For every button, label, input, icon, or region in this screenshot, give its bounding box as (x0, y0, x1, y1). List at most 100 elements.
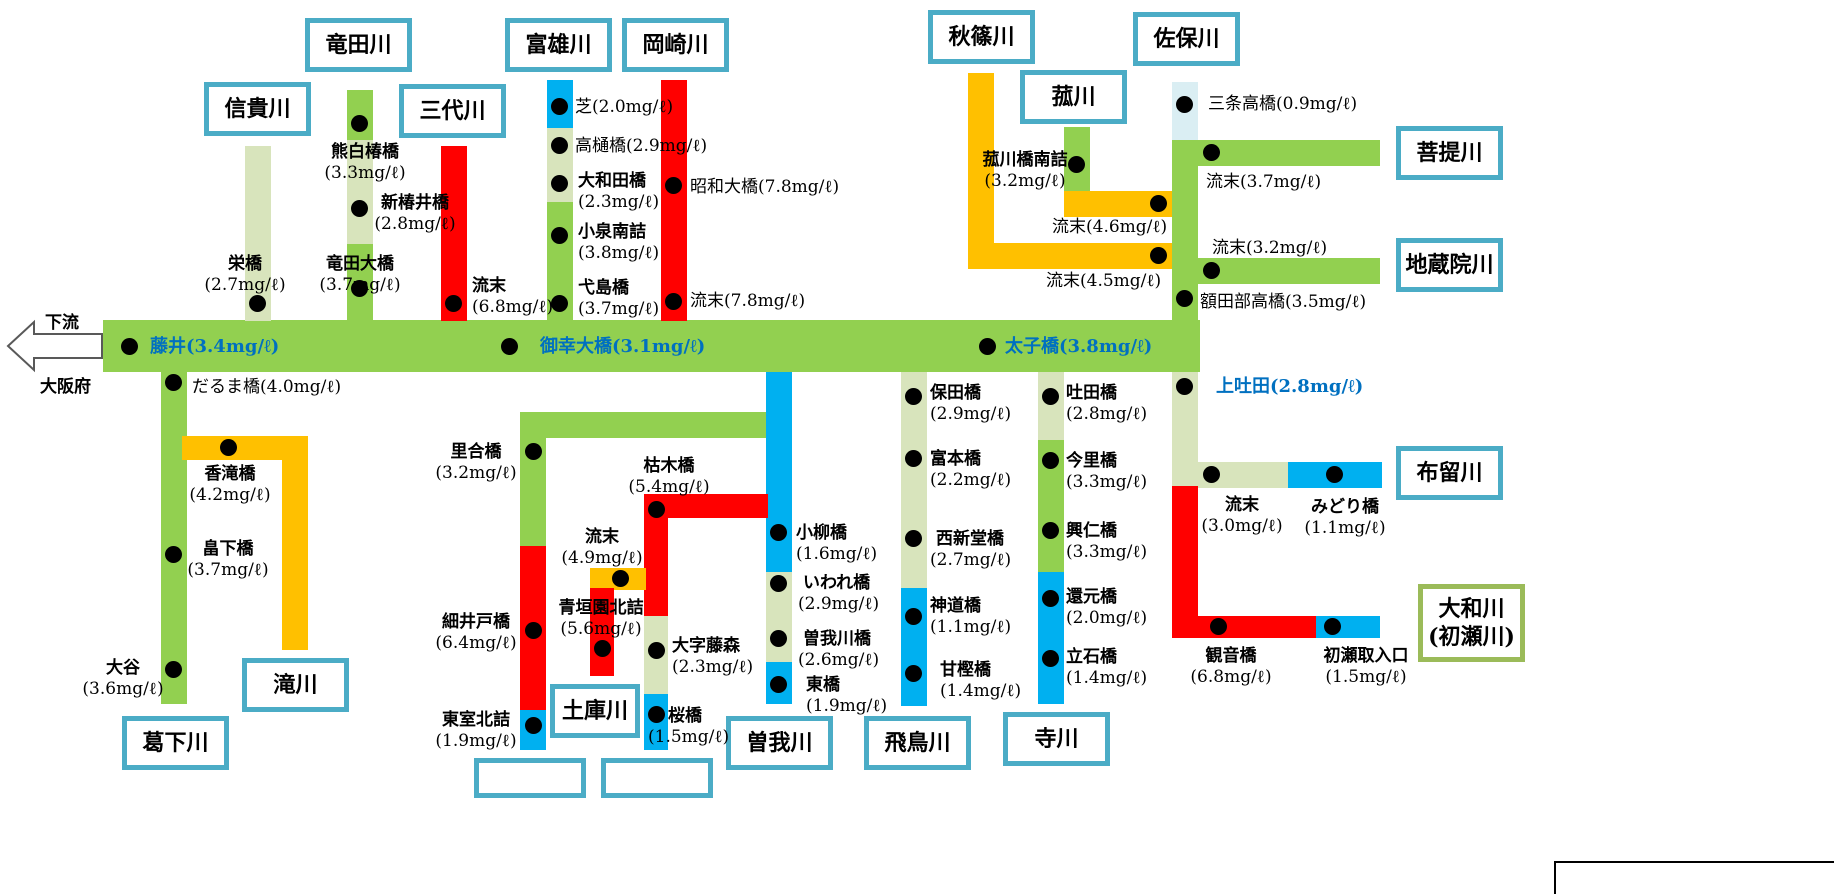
river-label-tatsuta: 竜田川 (305, 18, 412, 72)
station-label: 西新堂橋(2.7mg/ℓ) (930, 529, 1012, 570)
station-label: 青垣園北詰(5.6mg/ℓ) (558, 598, 644, 639)
station-label: 弋島橋(3.7mg/ℓ) (578, 278, 660, 319)
station-dot (905, 608, 922, 625)
station-label: 枯木橋(5.4mg/ℓ) (628, 456, 710, 497)
station-dot (770, 575, 787, 592)
station-label: 昭和大橋(7.8mg/ℓ) (690, 177, 840, 197)
katsurage-river-line (161, 372, 187, 704)
river-label-tsuchiko: 土庫川 (550, 684, 640, 738)
river-label-taki: 滝川 (242, 658, 349, 712)
station-label: 里合橋(3.2mg/ℓ) (435, 442, 517, 483)
station-label: 流末(6.8mg/ℓ) (472, 276, 554, 317)
tatsuta-river-light (347, 140, 373, 244)
station-label: 興仁橋(3.3mg/ℓ) (1066, 521, 1148, 562)
station-dot (121, 338, 138, 355)
station-dot (648, 706, 665, 723)
station-label: 流末(4.5mg/ℓ) (1046, 271, 1162, 291)
station-dot (905, 665, 922, 682)
asuka-river-light (901, 372, 927, 590)
station-dot (1042, 452, 1059, 469)
main-station-taishi: 太子橋(3.8mg/ℓ) (1005, 336, 1153, 357)
downstream-label: 下流 (45, 313, 79, 333)
station-label: 栄橋(2.7mg/ℓ) (204, 254, 286, 295)
river-label-box (474, 758, 586, 798)
station-label: 流末(7.8mg/ℓ) (690, 291, 806, 311)
river-label-tomio: 富雄川 (505, 18, 612, 72)
station-label: 初瀬取入口(1.5mg/ℓ) (1323, 646, 1409, 687)
station-label: 小柳橋(1.6mg/ℓ) (796, 523, 878, 564)
station-label: 高樋橋(2.9mg/ℓ) (575, 136, 708, 156)
station-label: 三条高橋(0.9mg/ℓ) (1208, 94, 1358, 114)
river-label-box (601, 758, 713, 798)
river-label-tera: 寺川 (1003, 712, 1110, 766)
station-dot (501, 338, 518, 355)
river-label-yamato: 大和川 (初瀬川) (1418, 584, 1525, 662)
station-label: 大谷(3.6mg/ℓ) (82, 658, 164, 699)
tsuchiko-river-vert (590, 588, 614, 676)
station-dot (665, 177, 682, 194)
station-dot (905, 388, 922, 405)
yamato-upper-red-horiz (1172, 616, 1318, 638)
main-station-fujii: 藤井(3.4mg/ℓ) (150, 336, 280, 357)
soga-main-blue (766, 372, 792, 572)
station-dot (445, 295, 462, 312)
station-dot (1042, 650, 1059, 667)
station-label: 大字藤森(2.3mg/ℓ) (672, 636, 754, 677)
station-dot (905, 450, 922, 467)
station-label: 流末(3.0mg/ℓ) (1201, 495, 1283, 536)
station-dot (551, 98, 568, 115)
station-dot (1042, 522, 1059, 539)
station-dot (770, 676, 787, 693)
river-label-akishino: 秋篠川 (928, 10, 1035, 64)
station-dot (165, 546, 182, 563)
station-label: 芝(2.0mg/ℓ) (575, 97, 674, 117)
station-dot (351, 200, 368, 217)
station-dot (551, 175, 568, 192)
yamato-upper-red (1172, 486, 1198, 638)
station-dot (351, 280, 368, 297)
station-dot (612, 570, 629, 587)
station-dot (1150, 195, 1167, 212)
downstream-arrow-icon (6, 319, 103, 373)
main-river (103, 320, 1200, 372)
station-dot (648, 501, 665, 518)
station-label: みどり橋(1.1mg/ℓ) (1304, 497, 1386, 538)
station-label: 立石橋(1.4mg/ℓ) (1066, 647, 1148, 688)
station-dot (551, 137, 568, 154)
station-label: 観音橋(6.8mg/ℓ) (1190, 646, 1272, 687)
station-label: 額田部高橋(3.5mg/ℓ) (1200, 292, 1367, 312)
river-label-miyo: 三代川 (399, 84, 506, 138)
station-label: 流末(3.7mg/ℓ) (1206, 172, 1322, 192)
station-label: 熊白椿橋(3.3mg/ℓ) (324, 142, 406, 183)
station-label: 新椿井橋(2.8mg/ℓ) (374, 193, 456, 234)
station-dot (648, 642, 665, 659)
station-label: 富本橋(2.2mg/ℓ) (930, 449, 1012, 490)
station-dot (1203, 144, 1220, 161)
river-label-bodai: 菩提川 (1396, 126, 1503, 180)
station-dot (1150, 247, 1167, 264)
station-dot (525, 717, 542, 734)
station-label: 神道橋(1.1mg/ℓ) (930, 596, 1012, 637)
station-dot (1068, 156, 1085, 173)
station-label: 還元橋(2.0mg/ℓ) (1066, 587, 1148, 628)
station-label: 大和田橋(2.3mg/ℓ) (578, 171, 660, 212)
station-dot (1176, 290, 1193, 307)
station-dot (551, 227, 568, 244)
station-label: 流末(4.9mg/ℓ) (561, 527, 643, 568)
station-dot (770, 524, 787, 541)
station-label: 細井戸橋(6.4mg/ℓ) (435, 612, 517, 653)
station-dot (1210, 618, 1227, 635)
soga-branch-green (520, 412, 546, 548)
station-label: 桜橋(1.5mg/ℓ) (648, 706, 730, 747)
station-dot (525, 622, 542, 639)
station-dot (1203, 262, 1220, 279)
main-station-misachi: 御幸大橋(3.1mg/ℓ) (540, 336, 706, 357)
station-dot (1042, 590, 1059, 607)
miyo-river-line (441, 146, 467, 321)
station-dot (770, 630, 787, 647)
tera-river-light (1038, 372, 1064, 440)
station-dot (1203, 466, 1220, 483)
river-label-okazaki: 岡崎川 (622, 18, 729, 72)
station-label: 香滝橋(4.2mg/ℓ) (189, 464, 271, 505)
station-label: 今里橋(3.3mg/ℓ) (1066, 451, 1148, 492)
